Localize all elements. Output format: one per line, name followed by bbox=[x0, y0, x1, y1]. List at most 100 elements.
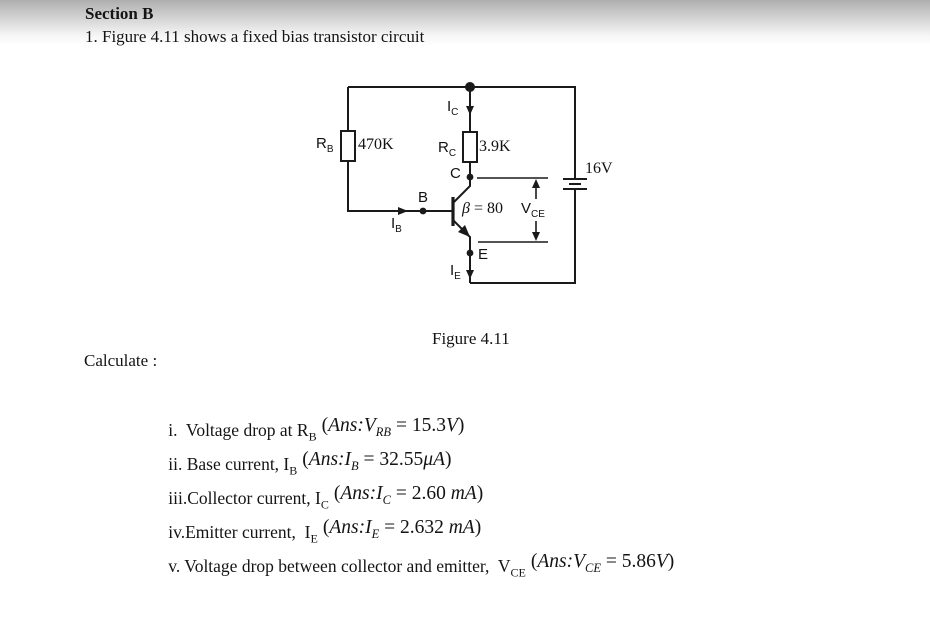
circuit-diagram: RB 470K RC 3.9K IC C B E IB IE β = 80 VC… bbox=[300, 75, 630, 300]
rb-value: 470K bbox=[358, 136, 394, 153]
ans-unit: V bbox=[445, 415, 458, 436]
ans-value: 5.86 bbox=[621, 551, 656, 572]
ans-open: ( bbox=[333, 483, 341, 504]
ans-open: ( bbox=[530, 551, 538, 572]
rc-label: RC bbox=[438, 140, 456, 159]
list-item-i: i. Voltage drop at RB(Ans:VRB = 15.3V) bbox=[142, 399, 674, 444]
ic-arrowhead bbox=[466, 106, 474, 115]
item-text-sub: E bbox=[310, 531, 318, 546]
rc-value: 3.9K bbox=[479, 138, 511, 155]
ans-close: ) bbox=[457, 415, 465, 436]
item-number: iii. bbox=[168, 488, 188, 508]
ans-var-sub-text: E bbox=[371, 526, 380, 541]
rb-label: RB bbox=[316, 136, 334, 155]
item-number: i. bbox=[168, 420, 178, 440]
ib-current-label: IB bbox=[391, 216, 402, 235]
answer-expression: (Ans:IE = 2.632 mA) bbox=[322, 517, 482, 541]
ic-label-sub: C bbox=[451, 107, 459, 118]
ans-equals: = bbox=[601, 551, 622, 572]
top-gradient bbox=[0, 0, 930, 46]
ie-current-label: IE bbox=[450, 263, 461, 282]
ans-var-sub: B bbox=[351, 459, 359, 473]
item-text-sub: B bbox=[308, 429, 317, 444]
ans-open: ( bbox=[321, 415, 329, 436]
ans-value: 2.632 bbox=[399, 517, 444, 538]
ans-value: 32.55 bbox=[379, 449, 424, 470]
ans-var-sub-text: CE bbox=[585, 560, 601, 575]
ans-var-sub: C bbox=[383, 493, 391, 507]
circuit-wires bbox=[340, 82, 587, 284]
rb-label-sub: B bbox=[326, 144, 334, 155]
item-text: Base current, I bbox=[182, 454, 290, 474]
ans-close: ) bbox=[474, 517, 482, 538]
calculate-label: Calculate : bbox=[84, 351, 158, 370]
answer-expression: (Ans:IC = 2.60 mA) bbox=[333, 483, 484, 507]
item-text-sub: C bbox=[320, 497, 329, 512]
wire-bottom-right bbox=[470, 189, 576, 284]
item-number: iv. bbox=[168, 522, 186, 542]
item-text: Emitter current, I bbox=[185, 522, 311, 542]
ans-unit: mA bbox=[445, 483, 477, 504]
ie-label-base: I bbox=[450, 262, 455, 279]
rc-label-sub: C bbox=[448, 148, 457, 159]
wire-top-right bbox=[348, 86, 576, 179]
vce-down-arrowhead bbox=[532, 232, 540, 241]
node-dot-c bbox=[466, 173, 474, 181]
ans-equals: = bbox=[391, 415, 412, 436]
collector-node-label: C bbox=[450, 165, 461, 182]
ans-close: ) bbox=[476, 483, 484, 504]
section-title: Section B bbox=[85, 4, 154, 23]
emitter-arrowhead bbox=[458, 225, 470, 237]
ans-label: Ans: bbox=[308, 449, 345, 470]
question-list: i. Voltage drop at RB(Ans:VRB = 15.3V) i… bbox=[142, 399, 674, 580]
junction-dot-top bbox=[465, 82, 475, 92]
node-dot-e bbox=[466, 249, 474, 257]
list-item-ii: ii. Base current, IB(Ans:IB = 32.55μA) bbox=[142, 433, 674, 478]
ie-label-sub: E bbox=[454, 271, 461, 282]
ic-label-base: I bbox=[447, 98, 452, 115]
ans-label: Ans: bbox=[329, 517, 366, 538]
ans-var-sub: CE bbox=[585, 561, 601, 575]
item-text: Voltage drop at R bbox=[177, 420, 309, 440]
ans-var: I bbox=[376, 483, 383, 504]
resistor-rb bbox=[340, 130, 356, 162]
ans-unit: μA bbox=[423, 449, 445, 470]
ans-unit: V bbox=[655, 551, 668, 572]
item-number: v. bbox=[168, 556, 181, 576]
wire-collector-mid bbox=[453, 162, 471, 203]
ans-equals: = bbox=[390, 483, 412, 504]
ans-var-sub-text: B bbox=[351, 458, 359, 473]
ib-label-sub: B bbox=[395, 224, 402, 235]
item-number: ii. bbox=[168, 454, 183, 474]
wire-left-bottom bbox=[347, 161, 453, 212]
ans-equals: = bbox=[358, 449, 380, 470]
item-text-sub: B bbox=[289, 463, 298, 478]
base-node-label: B bbox=[418, 189, 429, 206]
ans-var: I bbox=[365, 517, 372, 538]
answer-expression: (Ans:VCE = 5.86V) bbox=[530, 551, 674, 575]
ans-value: 15.3 bbox=[411, 415, 446, 436]
ans-open: ( bbox=[322, 517, 330, 538]
vce-label-base: V bbox=[521, 200, 532, 217]
vce-label-sub: CE bbox=[531, 209, 545, 220]
resistor-rc bbox=[462, 131, 478, 163]
rb-label-base: R bbox=[316, 135, 327, 152]
ic-current-label: IC bbox=[447, 99, 458, 118]
ans-label: Ans: bbox=[328, 415, 364, 436]
figure-caption: Figure 4.11 bbox=[432, 329, 510, 348]
ans-unit: mA bbox=[443, 517, 475, 538]
ans-label: Ans: bbox=[340, 483, 377, 504]
vce-label: VCE bbox=[521, 201, 545, 220]
item-text-sub: CE bbox=[510, 565, 526, 580]
answer-expression: (Ans:VRB = 15.3V) bbox=[321, 415, 465, 439]
beta-symbol: β bbox=[462, 200, 470, 217]
emitter-node-label: E bbox=[478, 246, 489, 263]
node-dot-b bbox=[419, 207, 427, 215]
item-text: Voltage drop between collector and emitt… bbox=[180, 556, 511, 576]
beta-value: = 80 bbox=[469, 200, 503, 217]
ib-arrowhead bbox=[398, 207, 408, 215]
ans-label: Ans: bbox=[537, 551, 574, 572]
list-item-iv: iv.Emitter current, IE(Ans:IE = 2.632 mA… bbox=[142, 501, 674, 546]
ans-var-sub: E bbox=[372, 527, 380, 541]
